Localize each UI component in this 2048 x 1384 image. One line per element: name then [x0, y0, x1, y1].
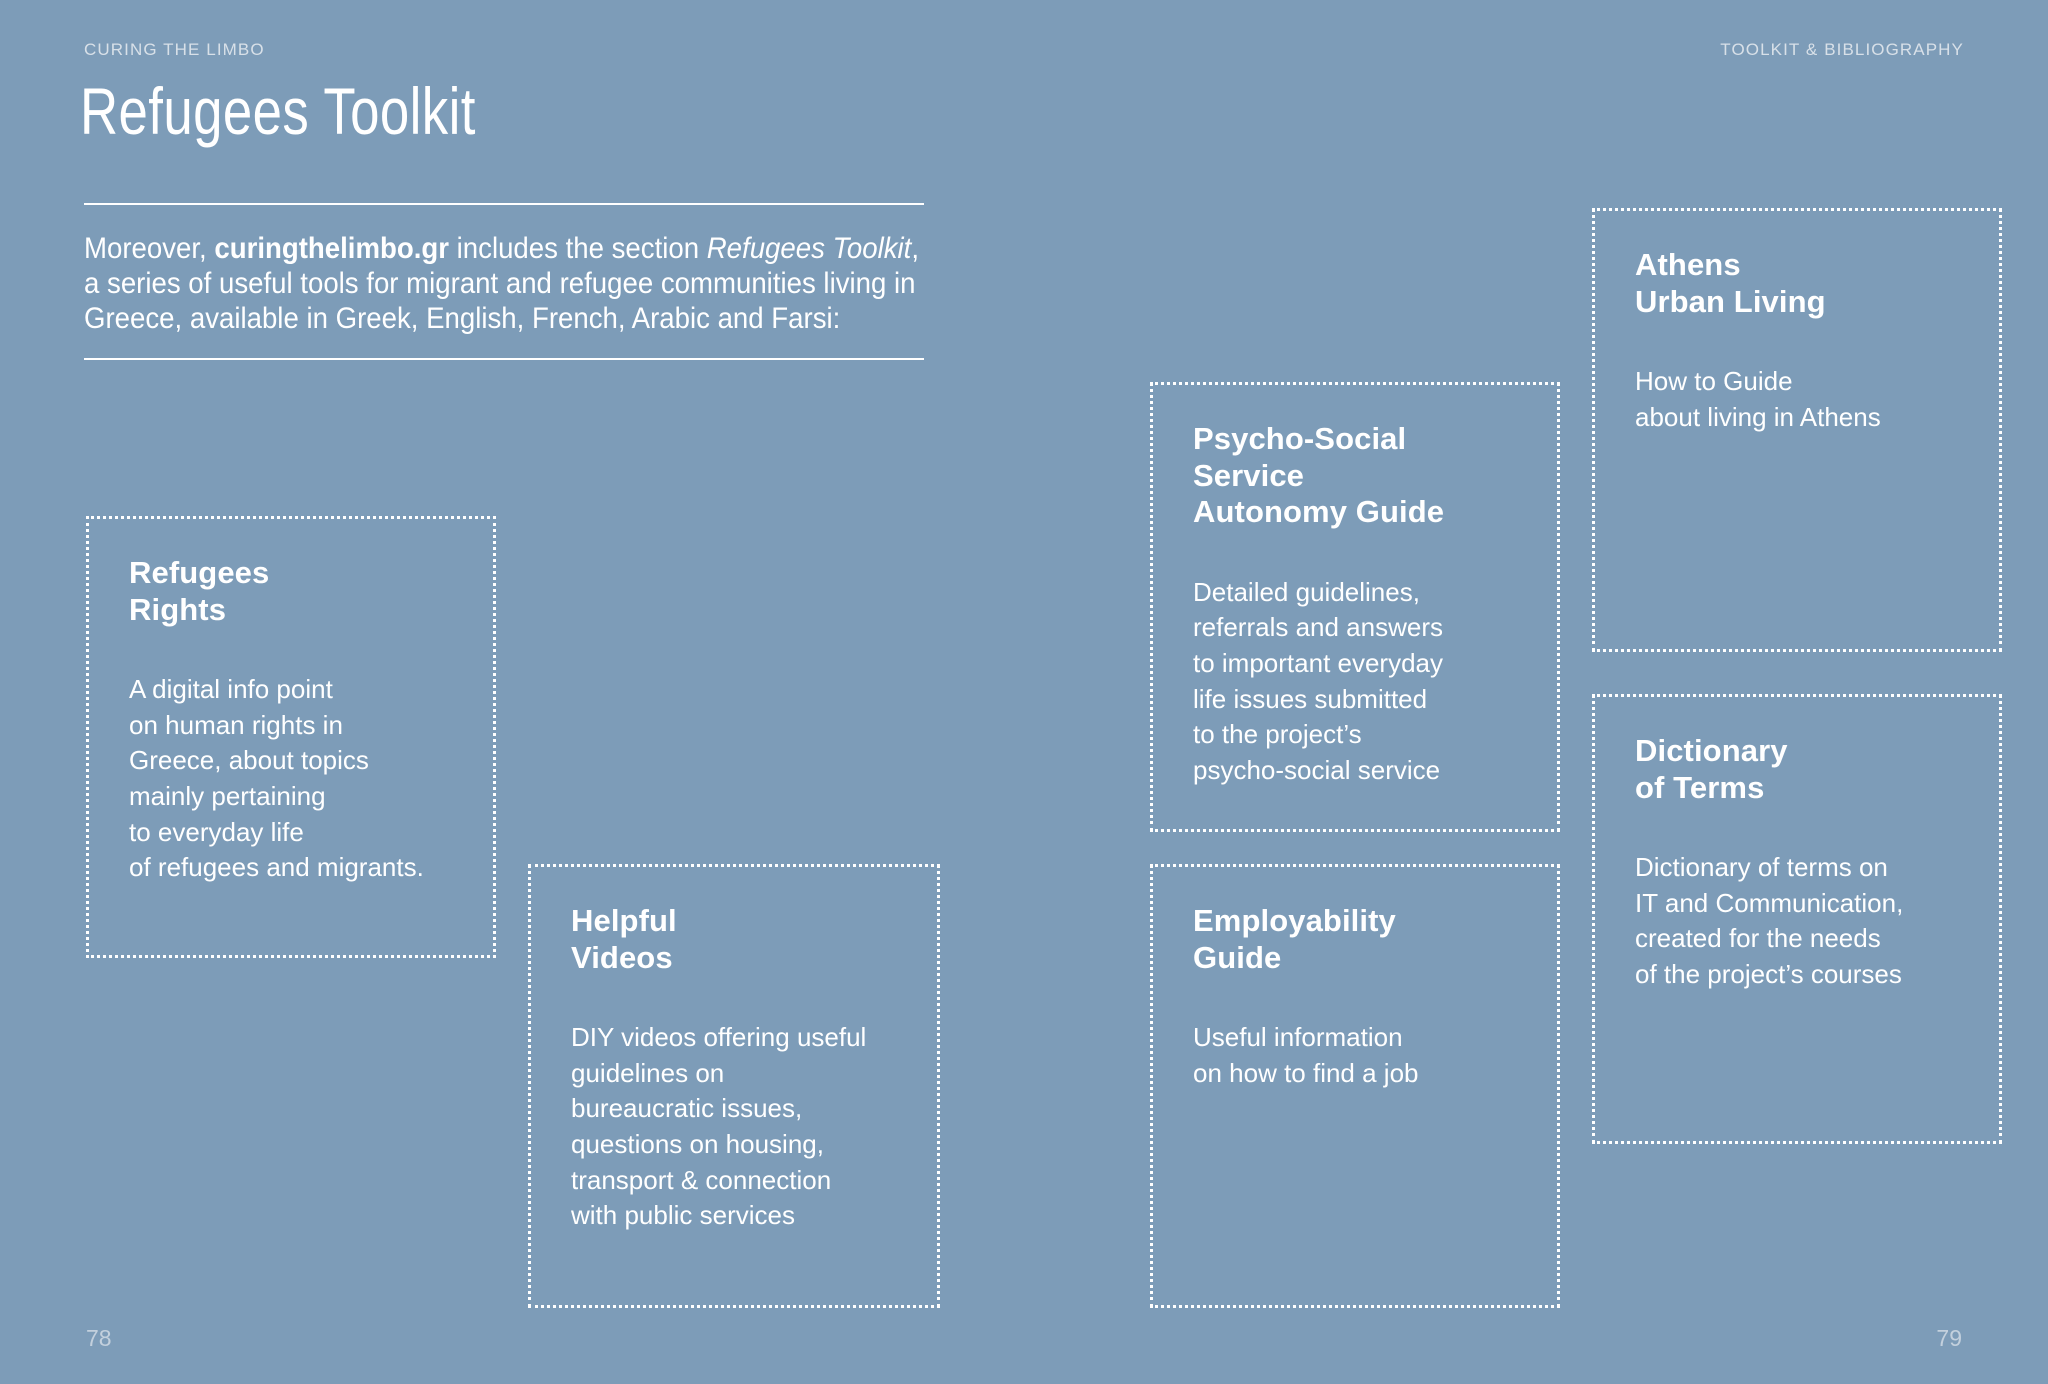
card-body: Dictionary of terms on IT and Communicat…: [1635, 852, 1904, 989]
card-employability-guide[interactable]: Employability Guide Useful information o…: [1150, 864, 1560, 1308]
card-refugees-rights[interactable]: Refugees Rights A digital info point on …: [86, 516, 496, 958]
page-number-right: 79: [1936, 1325, 1962, 1351]
intro-site-link: curingthelimbo.gr: [214, 232, 449, 265]
card-title: Psycho-Social Service Autonomy Guide: [1193, 421, 1445, 530]
intro-paragraph: Moreover, curingthelimbo.gr includes the…: [84, 205, 923, 358]
running-head-right: TOOLKIT & BIBLIOGRAPHY: [1720, 40, 1964, 59]
intro-part3: , a series of useful tools for migrant a…: [84, 232, 920, 336]
card-dictionary-of-terms[interactable]: Dictionary of Terms Dictionary of terms …: [1592, 694, 2002, 1144]
intro-block: Moreover, curingthelimbo.gr includes the…: [84, 203, 924, 361]
intro-part2: includes the section: [448, 232, 707, 265]
card-body: A digital info point on human rights in …: [129, 674, 424, 883]
card-body: Detailed guidelines, referrals and answe…: [1193, 576, 1444, 785]
page-title: Refugees Toolkit: [80, 74, 476, 148]
intro-section-name: Refugees Toolkit: [706, 232, 912, 265]
card-helpful-videos[interactable]: Helpful Videos DIY videos offering usefu…: [528, 864, 940, 1308]
card-body: DIY videos offering useful guidelines on…: [571, 1022, 867, 1231]
page-number-left: 78: [86, 1325, 112, 1351]
card-body: How to Guide about living in Athens: [1635, 366, 1881, 432]
card-title: Refugees Rights: [129, 555, 270, 627]
card-title: Helpful Videos: [571, 903, 677, 975]
card-psycho-social-service[interactable]: Psycho-Social Service Autonomy Guide Det…: [1150, 382, 1560, 832]
card-title: Dictionary of Terms: [1635, 733, 1788, 805]
rule-bottom: [84, 358, 924, 361]
intro-part1: Moreover,: [84, 232, 215, 265]
card-title: Employability Guide: [1193, 903, 1396, 975]
card-athens-urban-living[interactable]: Athens Urban Living How to Guide about l…: [1592, 208, 2002, 652]
running-head-left: CURING THE LIMBO: [84, 40, 265, 59]
card-body: Useful information on how to find a job: [1193, 1022, 1419, 1088]
rule-top: [84, 203, 924, 205]
card-title: Athens Urban Living: [1635, 247, 1826, 319]
